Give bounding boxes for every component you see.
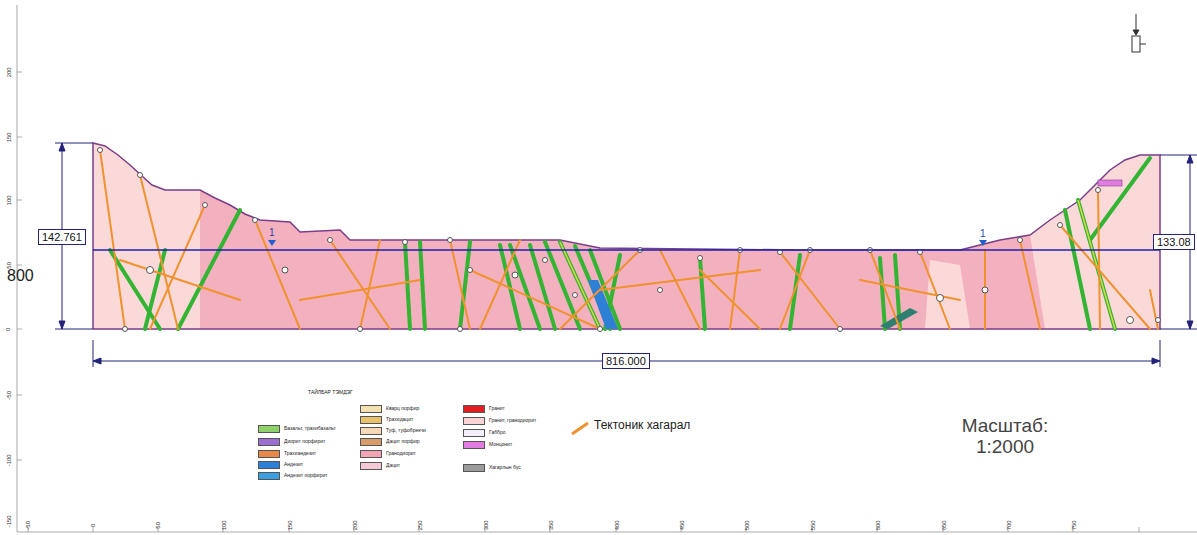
- axis-number: 0: [5, 328, 12, 331]
- fault-lines: [100, 150, 1158, 329]
- section-dark: [200, 190, 1045, 329]
- fault-line-sample-stroke: [572, 423, 588, 434]
- dike-bands: [110, 158, 1150, 329]
- legend-title: ТАЙЛБАР ТЭМДЭГ: [308, 390, 353, 396]
- axis-number: -50: [6, 391, 13, 400]
- legend-swatch: [360, 450, 382, 458]
- legend-text: Андезит порфирит: [284, 473, 328, 479]
- magenta-lens: [1098, 180, 1122, 186]
- legend-text: Дацит порфир: [386, 439, 419, 445]
- legend-swatch: [360, 416, 382, 424]
- legend-swatch: [463, 417, 485, 425]
- axis-number: 50: [155, 522, 162, 529]
- legend-text: Трахидацит: [386, 417, 413, 423]
- legend-text: Андезит: [284, 462, 303, 468]
- legend-swatch: [258, 438, 280, 446]
- scale-note: Масштаб: 1:2000: [950, 416, 1060, 458]
- fault-line-sample: [570, 420, 592, 436]
- axis-number: 300: [483, 520, 490, 530]
- legend-swatch: [258, 425, 280, 433]
- legend-swatch: [463, 405, 485, 413]
- axis-number: 450: [679, 520, 686, 530]
- legend-text: Кварц порфир: [386, 406, 419, 412]
- terrain-outline: [93, 143, 1160, 329]
- legend-swatch: [258, 472, 280, 480]
- legend-swatch: [258, 450, 280, 458]
- legend-text: Диорит порфирит: [284, 439, 325, 445]
- legend-text: Гранит: [489, 406, 505, 412]
- water-level-number: 1: [980, 228, 986, 239]
- legend-swatch: [360, 405, 382, 413]
- axis-number: 150: [287, 520, 294, 530]
- legend-swatch: [463, 429, 485, 437]
- section-light: [93, 143, 1160, 329]
- dimension-label: 133.08: [1153, 234, 1195, 250]
- axis-number: 550: [810, 520, 817, 530]
- sample-points: [98, 148, 1161, 332]
- axis-number: 100: [6, 195, 13, 205]
- legend-text: Дацит: [386, 463, 400, 469]
- axis-number: 750: [1071, 520, 1078, 530]
- water-marker: [979, 240, 987, 246]
- label: 800: [7, 267, 34, 285]
- water-marker: [268, 240, 276, 246]
- legend-swatch: [463, 441, 485, 449]
- legend-text: Гранит, гранодиорит: [489, 418, 536, 424]
- axis-number: 650: [941, 520, 948, 530]
- axis-number: 250: [417, 520, 424, 530]
- water-level-number: 1: [269, 227, 275, 238]
- axis-number: 0: [90, 524, 97, 527]
- axis-number: 150: [6, 132, 13, 142]
- axis-number: 700: [1006, 520, 1013, 530]
- section-symbol: [1132, 14, 1146, 52]
- legend-text: Трахиандезит: [284, 451, 316, 457]
- dimension-label: 816.000: [602, 353, 650, 369]
- axis-number: -50: [25, 521, 32, 530]
- legend-text: Туф, туфобрекчи: [386, 428, 426, 434]
- axis-number: 400: [614, 520, 621, 530]
- legend-swatch: [258, 461, 280, 469]
- axis-number: 100: [221, 520, 228, 530]
- legend-swatch: [463, 464, 485, 472]
- legend-text: Гранодиорит: [386, 451, 416, 457]
- axis-number: -100: [6, 454, 13, 466]
- axis-number: 200: [6, 67, 13, 77]
- legend-swatch: [360, 462, 382, 470]
- axis-number: -150: [6, 515, 13, 527]
- legend-swatch: [360, 438, 382, 446]
- dimension-lines: [55, 143, 1197, 367]
- legend-text: Монцонит: [489, 442, 512, 448]
- axis-number: 500: [744, 520, 751, 530]
- legend-text: Хагарлын бүс: [489, 465, 521, 471]
- dike-cores: [560, 200, 1115, 329]
- legend-text: Тектоник хагарал: [594, 419, 690, 432]
- dimension-label: 142.761: [38, 229, 86, 245]
- legend-text: Базальт, трахибазальт: [284, 426, 336, 432]
- legend-text: Габбро: [489, 430, 506, 436]
- axis-ticks: [17, 5, 1197, 532]
- legend-swatch: [360, 427, 382, 435]
- water-level-line: [93, 249, 1160, 251]
- axis-number: 200: [352, 520, 359, 530]
- axis-number: 350: [548, 520, 555, 530]
- axis-number: 600: [875, 520, 882, 530]
